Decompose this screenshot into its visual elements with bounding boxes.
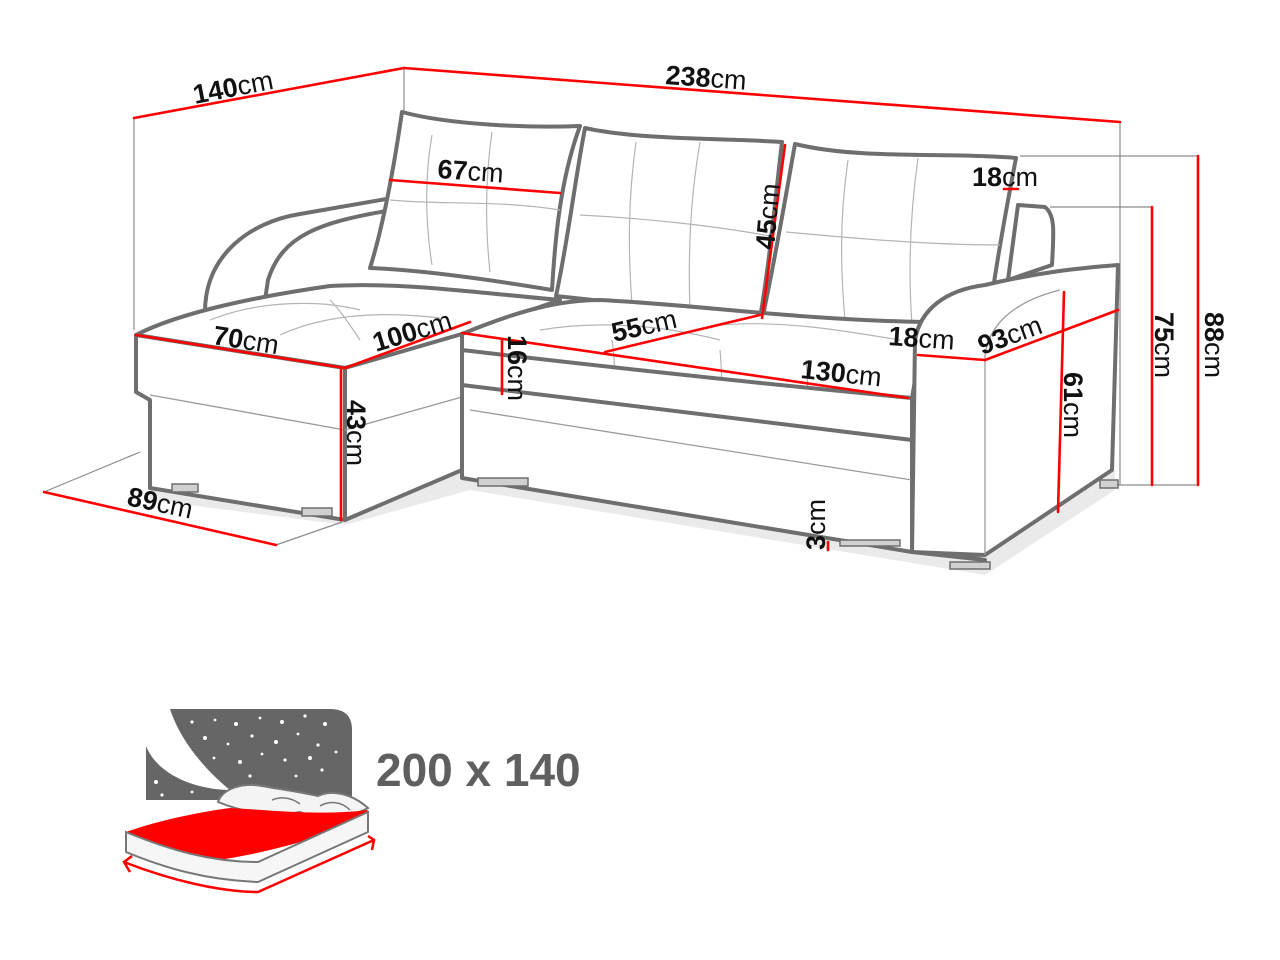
dim-line-70 xyxy=(134,333,347,370)
bed-icon xyxy=(122,709,376,894)
dim-line-130 xyxy=(460,331,910,400)
stars xyxy=(154,714,338,797)
label-18-arm: 18cm xyxy=(888,321,956,356)
label-130: 130cm xyxy=(799,354,883,392)
sleeping-area-label: 200 x 140 xyxy=(376,744,581,796)
dim-line-100 xyxy=(343,320,472,370)
chaise-cushion xyxy=(134,283,562,370)
label-16: 16cm xyxy=(502,335,532,401)
sofa-legs xyxy=(171,477,1119,570)
dim-line-45 xyxy=(760,143,787,320)
dim-line-18-arm xyxy=(916,353,987,362)
label-18-back: 18cm xyxy=(972,162,1038,192)
right-back-block xyxy=(1006,203,1056,282)
label-70: 70cm xyxy=(211,320,281,360)
back-pillow-left xyxy=(368,110,582,292)
label-89: 89cm xyxy=(125,482,196,525)
label-45: 45cm xyxy=(750,182,786,250)
sofa-drawing xyxy=(134,110,1120,570)
dim-line-55 xyxy=(603,313,762,354)
dim-line-93 xyxy=(983,308,1120,362)
label-61: 61cm xyxy=(1058,372,1088,438)
guide-lines xyxy=(43,68,1198,546)
label-75: 75cm xyxy=(1149,312,1179,378)
label-238: 238cm xyxy=(665,60,748,96)
bed-sheet xyxy=(126,808,368,862)
label-3: 3cm xyxy=(801,499,831,550)
label-88: 88cm xyxy=(1199,312,1229,378)
right-armrest xyxy=(910,263,1120,557)
dimension-lines xyxy=(42,66,1200,552)
back-pillow-center xyxy=(554,126,784,320)
dim-line-140 xyxy=(132,66,406,120)
label-140: 140cm xyxy=(190,65,275,110)
dim-line-61 xyxy=(1056,290,1066,514)
dim-line-89 xyxy=(42,490,278,547)
dim-line-67 xyxy=(388,178,562,195)
label-43: 43cm xyxy=(341,400,371,466)
dim-line-238 xyxy=(402,66,1122,124)
night-sky xyxy=(146,709,352,800)
label-67: 67cm xyxy=(437,154,505,189)
